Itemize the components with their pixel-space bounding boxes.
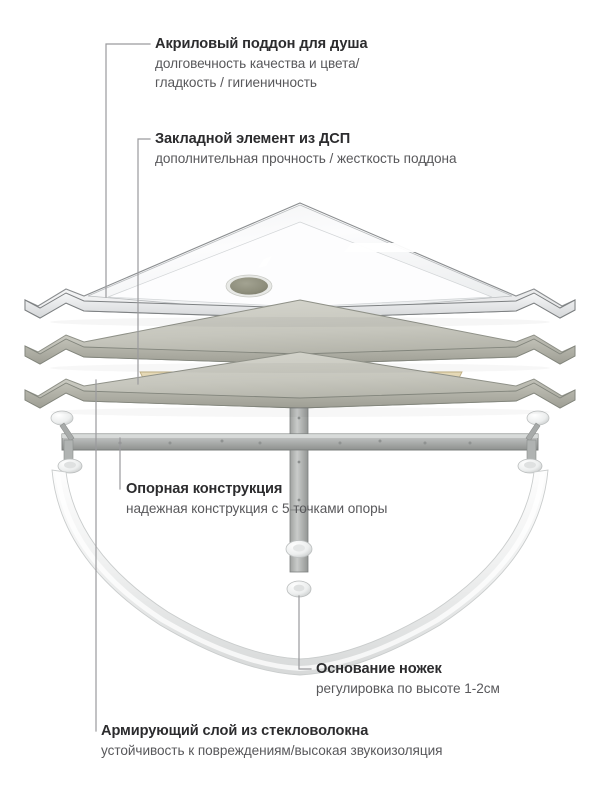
callout-mdf-desc-line1: дополнительная прочность / жесткость под… xyxy=(155,150,457,166)
callout-acrylic-desc-line1: долговечность качества и цвета/ xyxy=(155,55,360,71)
callout-fiberglass-layer: Армирующий слой из стекловолокна устойчи… xyxy=(101,722,442,760)
callout-acrylic-tray: Акриловый поддон для душа долговечность … xyxy=(155,35,368,92)
leader-line-mdf xyxy=(137,138,151,385)
callout-feet-desc-line1: регулировка по высоте 1-2см xyxy=(316,680,500,696)
callout-frame-desc-line1: надежная конструкция с 5 точками опоры xyxy=(126,500,388,516)
callout-acrylic-desc-line2: гладкость / гигиеничность xyxy=(155,74,317,90)
callout-frame-title: Опорная конструкция xyxy=(126,481,283,497)
callout-fiberglass-title: Армирующий слой из стекловолокна xyxy=(101,723,369,739)
callout-mdf-board: Закладной элемент из ДСП дополнительная … xyxy=(155,130,457,168)
callout-support-frame: Опорная конструкция надежная конструкция… xyxy=(126,480,387,518)
leader-line-feet xyxy=(298,595,312,670)
callout-mdf-title: Закладной элемент из ДСП xyxy=(155,131,351,147)
leader-line-acrylic xyxy=(105,43,151,298)
callout-adjustable-feet: Основание ножек регулировка по высоте 1-… xyxy=(316,660,500,698)
callout-acrylic-title: Акриловый поддон для душа xyxy=(155,36,368,52)
callout-feet-title: Основание ножек xyxy=(316,661,442,677)
callout-fiberglass-desc-line1: устойчивость к повреждениям/высокая звук… xyxy=(101,742,443,758)
